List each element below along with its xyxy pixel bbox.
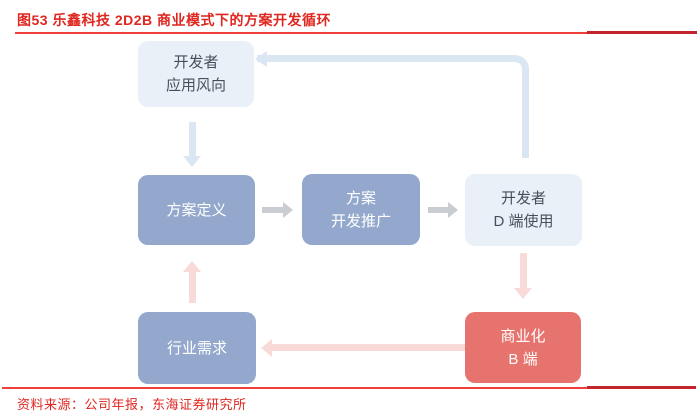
arrow-head-left-icon [261,338,272,357]
footer-divider-accent [587,386,696,389]
node-commercialization-b-side: 商业化 B 端 [465,312,581,383]
arrow-shaft [519,253,527,288]
arrow-head-right-icon [283,202,293,218]
source-note: 资料来源：公司年报，东海证券研究所 [17,397,247,412]
arrow-elbow-shaft [257,55,529,158]
node-developer-app-trend: 开发者 应用风向 [138,41,254,107]
node-label: 方案 [345,189,376,207]
footer-divider [2,387,696,389]
title-underline [15,32,697,34]
node-label: 行业需求 [166,339,227,357]
node-developer-d-side-usage: 开发者 D 端使用 [465,174,582,246]
arrow-head-right-icon [448,202,458,218]
title-underline-accent [587,31,697,34]
arrow-head-down-icon [183,156,201,167]
arrow-shaft [262,207,283,213]
arrow-shaft [188,272,196,303]
node-industry-demand: 行业需求 [138,312,256,384]
node-label: 开发者 [173,54,219,71]
arrow-shaft [188,122,196,156]
node-label: 商业化 [500,327,546,345]
arrow-head-down-icon [514,288,532,299]
arrow-shaft [272,344,465,351]
node-solution-definition: 方案定义 [138,175,255,245]
node-solution-dev-promotion: 方案 开发推广 [302,174,420,245]
node-label: 开发推广 [330,212,391,230]
arrow-head-up-icon [183,261,201,272]
node-label: 开发者 [500,190,546,207]
arrow-head-left-icon [255,50,267,67]
figure-title: 图53 乐鑫科技 2D2B 商业模式下的方案开发循环 [17,12,332,28]
arrow-shaft [428,207,448,213]
node-label: 方案定义 [166,201,227,219]
node-label: D 端使用 [493,213,554,230]
node-label: 应用风向 [165,77,226,94]
node-label: B 端 [508,350,538,368]
